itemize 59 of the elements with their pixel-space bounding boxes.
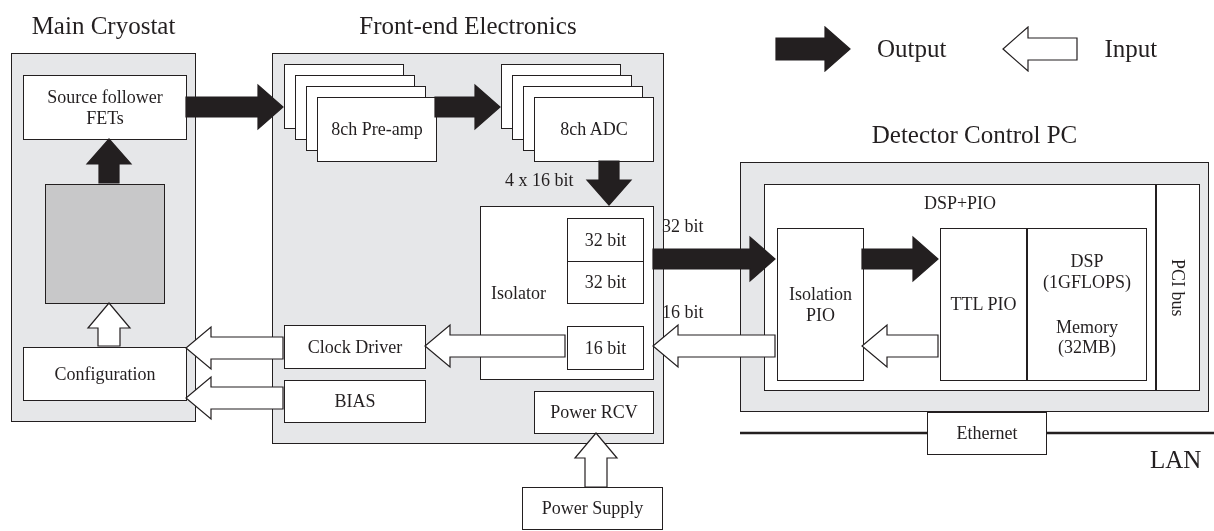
box-label: Source follower FETs xyxy=(46,86,164,129)
box-label: Power Supply xyxy=(541,498,644,519)
stacked-module xyxy=(284,64,436,162)
box-label: TTL PIO xyxy=(950,294,1017,315)
box-label: Power RCV xyxy=(550,402,638,423)
filled-block-arrow xyxy=(585,160,633,206)
box-label: PCI bus xyxy=(1167,258,1189,317)
process-box xyxy=(1027,228,1147,381)
process-box xyxy=(23,347,187,401)
process-box xyxy=(567,326,644,370)
box-label: Clock Driver xyxy=(307,336,403,358)
box-label: Isolation PIO xyxy=(788,283,853,326)
box-label: Isolator xyxy=(491,282,546,304)
filled-block-arrow xyxy=(861,235,939,283)
box-label: DSP+PIO xyxy=(923,193,997,214)
legend-label: Output xyxy=(877,35,947,63)
box-label: 32 bit xyxy=(584,272,627,293)
group-title: Main Cryostat xyxy=(31,12,176,41)
process-box xyxy=(284,380,426,423)
process-box xyxy=(23,75,187,140)
filled-block-arrow xyxy=(185,83,284,131)
module-panel xyxy=(764,184,1156,391)
process-box xyxy=(534,391,654,434)
box-label: BIAS xyxy=(334,391,376,412)
group-title: Front-end Electronics xyxy=(359,12,577,41)
bus-bar xyxy=(1156,184,1200,391)
process-box xyxy=(522,487,663,530)
box-label: Memory (32MB) xyxy=(1055,316,1119,358)
filled-block-arrow xyxy=(85,138,133,184)
process-box xyxy=(480,206,654,380)
hollow-block-arrow xyxy=(86,302,132,347)
process-box xyxy=(927,412,1047,455)
hollow-block-arrow xyxy=(185,375,284,421)
process-box xyxy=(777,228,864,381)
filled-block-arrow xyxy=(652,235,776,283)
process-box xyxy=(284,325,426,369)
hollow-block-arrow xyxy=(652,323,776,369)
stacked-module xyxy=(501,64,654,162)
hollow-block-arrow xyxy=(185,325,284,371)
edge-label: 4 x 16 bit xyxy=(505,170,574,191)
process-box xyxy=(567,261,644,304)
hollow-block-arrow xyxy=(861,323,939,369)
box-label: Configuration xyxy=(54,363,156,385)
group-title: Detector Control PC xyxy=(871,121,1078,150)
box-label: 8ch Pre-amp xyxy=(331,119,423,140)
box-label: DSP (1GFLOPS) xyxy=(1042,251,1132,293)
hollow-block-arrow xyxy=(424,323,566,369)
edge-label: 16 bit xyxy=(662,302,704,323)
box-label: Ethernet xyxy=(956,423,1018,444)
box-label: 16 bit xyxy=(584,337,627,359)
process-box xyxy=(567,218,644,262)
network-label: LAN xyxy=(1150,446,1202,474)
filled-block-arrow xyxy=(434,83,501,131)
box-label: 8ch ADC xyxy=(560,119,628,140)
process-box xyxy=(940,228,1027,381)
box-label: 32 bit xyxy=(584,229,627,251)
detector-box xyxy=(45,184,165,304)
legend-label: Input xyxy=(1104,35,1158,63)
hollow-block-arrow xyxy=(573,432,619,488)
